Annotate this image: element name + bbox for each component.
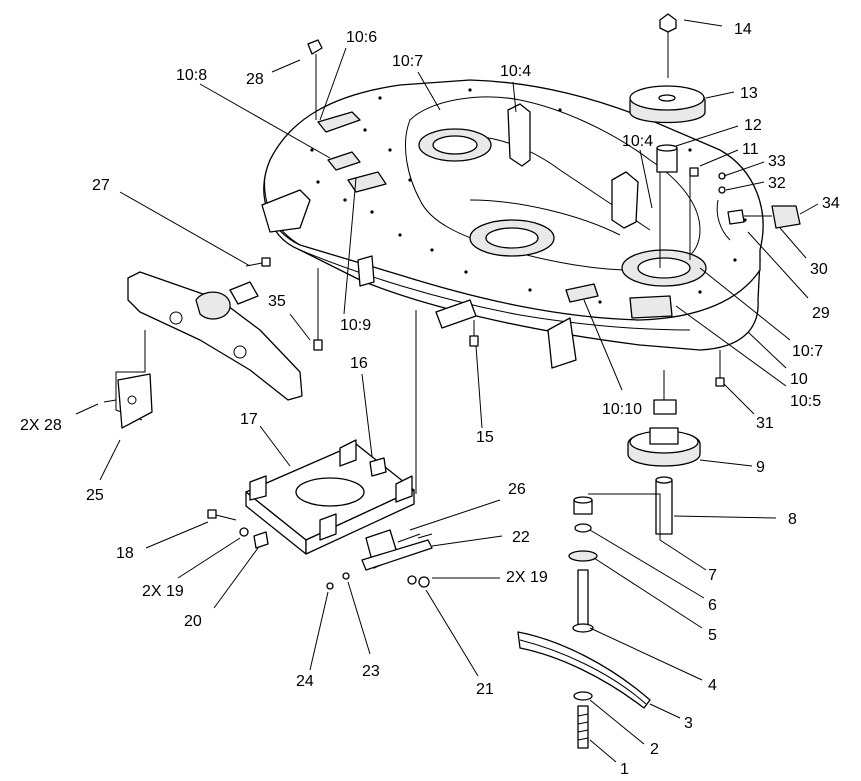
callout-31: 31 [756, 415, 774, 432]
callout-24: 24 [296, 673, 314, 690]
callout-22: 22 [512, 529, 530, 546]
callout-28: 28 [246, 71, 264, 88]
callout-8: 8 [788, 511, 797, 528]
right-side-hardware [689, 167, 801, 241]
callout-18: 18 [116, 545, 134, 562]
latch-bracket [361, 529, 433, 588]
callout-10: 10 [790, 371, 808, 388]
callout-9: 9 [756, 459, 765, 476]
mower-deck [261, 79, 764, 369]
callout-11: 11 [742, 141, 759, 158]
callout-33: 33 [768, 153, 786, 170]
callout-30: 30 [810, 261, 828, 278]
callout-7: 7 [708, 567, 717, 584]
left-hardware [207, 39, 479, 590]
callout-16: 16 [350, 355, 368, 372]
callout-17: 17 [240, 411, 258, 428]
callout-2x28: 2X 28 [20, 417, 62, 434]
callout-27: 27 [92, 177, 110, 194]
callout-10-9: 10:9 [340, 317, 371, 334]
callout-25: 25 [86, 487, 104, 504]
callout-5: 5 [708, 627, 717, 644]
callout-13: 13 [740, 85, 758, 102]
leader-lines [75, 19, 819, 763]
deck-holes [310, 88, 747, 304]
mount-plate-assembly [245, 310, 417, 555]
deck-arm-assembly [103, 257, 303, 429]
callout-3: 3 [684, 715, 693, 732]
spindle-housing [627, 350, 725, 535]
callout-10-8: 10:8 [176, 67, 207, 84]
callout-2: 2 [650, 741, 659, 758]
blade-assembly [517, 496, 651, 749]
callout-10-7-right: 10:7 [792, 343, 823, 360]
callout-4: 4 [708, 677, 717, 694]
callout-10-4-right: 10:4 [622, 133, 653, 150]
top-pulley-assembly [629, 13, 706, 268]
callout-32: 32 [768, 175, 786, 192]
callout-23: 23 [362, 663, 380, 680]
callout-14: 14 [734, 21, 752, 38]
callout-34: 34 [822, 195, 840, 212]
callout-35: 35 [268, 293, 286, 310]
callout-10-6: 10:6 [346, 29, 377, 46]
callout-2x19-left: 2X 19 [142, 583, 184, 600]
callout-2x19-right: 2X 19 [506, 569, 548, 586]
callout-labels: 14 13 12 11 33 32 34 30 29 10:7 10 10:5 … [20, 21, 840, 778]
callout-20: 20 [184, 613, 202, 630]
callout-21: 21 [476, 681, 494, 698]
callout-1: 1 [620, 761, 629, 778]
callout-29: 29 [812, 305, 830, 322]
callout-12: 12 [744, 117, 762, 134]
callout-10-4-top: 10:4 [500, 63, 531, 80]
callout-10-5: 10:5 [790, 393, 821, 410]
callout-15: 15 [476, 429, 494, 446]
callout-10-10: 10:10 [602, 401, 642, 418]
callout-26: 26 [508, 481, 526, 498]
callout-6: 6 [708, 597, 717, 614]
callout-10-7-top: 10:7 [392, 53, 423, 70]
